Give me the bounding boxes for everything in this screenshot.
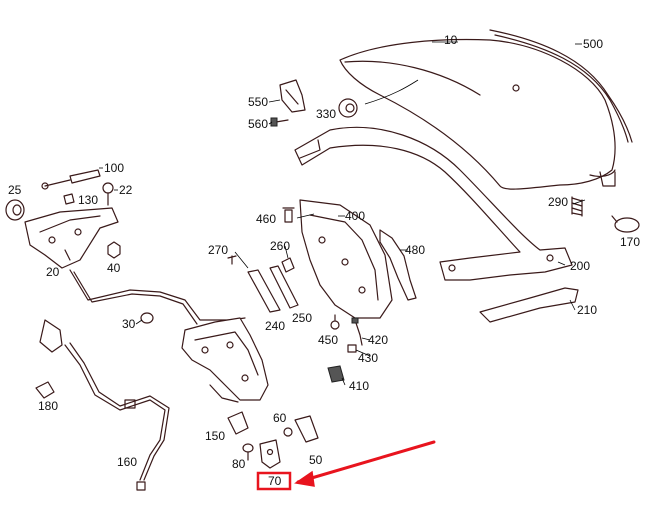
label-410: 410: [349, 379, 369, 393]
label-80: 80: [232, 457, 246, 471]
plug-180: [35, 381, 55, 399]
grommet-30: [140, 312, 154, 324]
bushing-25: [5, 199, 25, 221]
ring-seal: [611, 215, 640, 233]
label-400: 400: [345, 209, 365, 223]
leader-lines: [99, 41, 586, 386]
label-160: 160: [117, 455, 137, 469]
label-430: 430: [358, 351, 378, 365]
label-180: 180: [38, 399, 58, 413]
hinge-20: [24, 207, 119, 269]
label-500: 500: [583, 37, 603, 51]
grommet-330: [338, 98, 358, 118]
label-25: 25: [8, 183, 22, 197]
label-100: 100: [104, 161, 124, 175]
bracket-550: [279, 79, 306, 113]
gas-strut: [41, 169, 101, 190]
trim-panel: [299, 199, 393, 319]
label-20: 20: [46, 265, 60, 279]
bolt-80: [242, 443, 254, 461]
label-270: 270: [208, 243, 228, 257]
lock-mechanism: [181, 317, 269, 403]
highlight-arrow: [296, 440, 436, 484]
cable-harness: [39, 269, 246, 491]
label-480: 480: [405, 243, 425, 257]
bolt-420: [351, 317, 363, 346]
clip-460: [282, 207, 295, 223]
label-420: 420: [368, 333, 388, 347]
label-200: 200: [570, 259, 590, 273]
label-150: 150: [205, 429, 225, 443]
screw-560: [270, 117, 289, 127]
rod-250: [269, 265, 299, 309]
label-40: 40: [107, 261, 121, 275]
label-50: 50: [309, 453, 323, 467]
pin-270: [227, 255, 237, 265]
screw-450: [330, 314, 340, 330]
trunk-lid: [339, 38, 616, 190]
bracket-150: [227, 411, 249, 435]
label-170: 170: [620, 235, 640, 249]
bracket-70: [259, 439, 281, 469]
label-560: 560: [248, 117, 268, 131]
nut-60: [283, 427, 293, 437]
highlight-box: [256, 471, 292, 491]
label-210: 210: [577, 303, 597, 317]
ball-stud-22: [102, 182, 114, 206]
label-240: 240: [265, 319, 285, 333]
label-10: 10: [444, 33, 458, 47]
clip-130: [63, 193, 75, 205]
latch-410: [327, 365, 345, 383]
bracket-50: [294, 415, 319, 443]
label-330: 330: [316, 107, 336, 121]
seal-strip: [489, 29, 633, 143]
label-290: 290: [548, 195, 568, 209]
spring-430: [347, 344, 357, 353]
label-550: 550: [248, 95, 268, 109]
clip-260: [281, 257, 295, 273]
highlight-arrowhead: [294, 470, 315, 487]
label-60: 60: [273, 411, 287, 425]
label-250: 250: [292, 311, 312, 325]
label-30: 30: [122, 317, 136, 331]
rod-240: [247, 269, 281, 313]
label-130: 130: [78, 193, 98, 207]
label-70: 70: [268, 474, 282, 488]
trim-480: [379, 229, 417, 301]
trim-strip: [479, 287, 579, 323]
label-22: 22: [119, 183, 133, 197]
lid-inner-frame: [294, 126, 573, 281]
label-460: 460: [256, 212, 276, 226]
nut-40: [107, 241, 121, 259]
label-260: 260: [270, 239, 290, 253]
highlight-callout: [256, 440, 436, 491]
spring: [571, 196, 583, 217]
label-450: 450: [318, 333, 338, 347]
part-labels: 10 500 550 560 330 100 22 25 130 40 20 4…: [8, 33, 640, 488]
leader-330: [364, 79, 419, 105]
